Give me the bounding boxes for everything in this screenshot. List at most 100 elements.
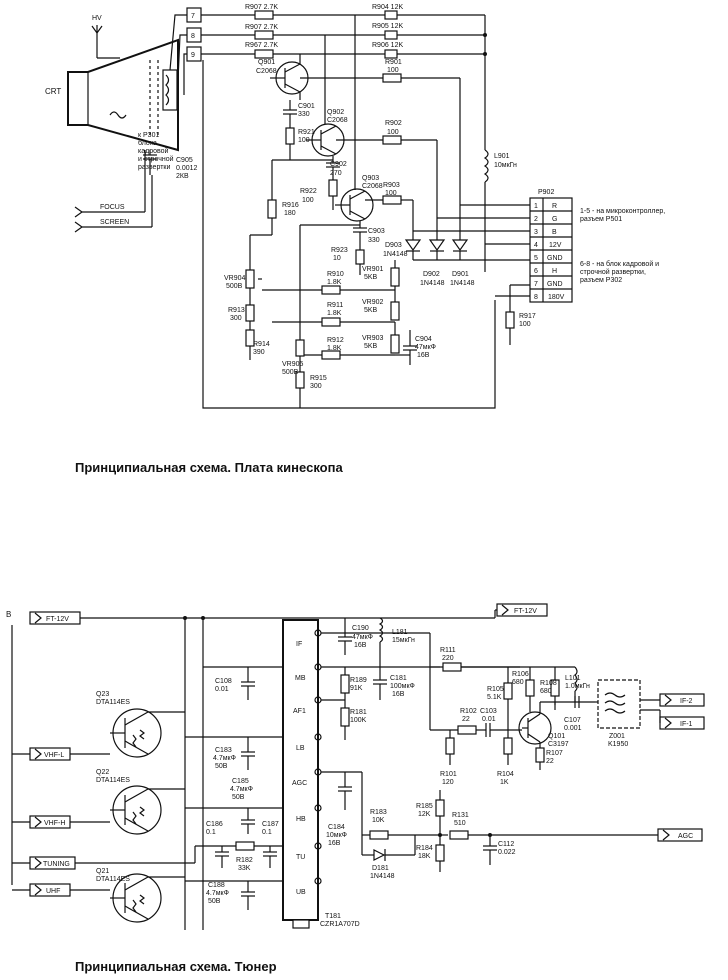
c905-rating: 2КВ	[176, 173, 189, 180]
tuner-module	[282, 619, 322, 929]
q902-type: C2068	[327, 117, 348, 124]
r904-label: R904 12K	[372, 4, 403, 11]
r910-value: 1.8K	[327, 279, 342, 286]
p902-pin-8-num: 8	[534, 294, 538, 301]
r184-label: R184	[416, 845, 433, 852]
screen-label: SCREEN	[100, 219, 129, 226]
agc-port	[657, 828, 703, 842]
q101-type: C3197	[548, 741, 569, 748]
c902-label: C902	[330, 161, 347, 168]
vhf-l-label: VHF-L	[44, 752, 64, 759]
p902-pin-1-num: 1	[534, 203, 538, 210]
q101-label: Q101	[548, 733, 565, 740]
r902-value: 100	[387, 129, 399, 136]
r967-label: R967 2.7K	[245, 42, 278, 49]
vr903-label: VR903	[362, 335, 384, 342]
vr904-value: 500В	[226, 283, 243, 290]
p902-pin-2-num: 2	[534, 216, 538, 223]
c902-value: 270	[330, 170, 342, 177]
z001-saw-filter	[595, 679, 660, 729]
p902-pin-8-name: 180V	[548, 294, 565, 301]
r106-value: 680	[512, 679, 524, 686]
r181-value: 100K	[350, 717, 367, 724]
c185-value: 4.7мкФ	[230, 786, 253, 793]
hv-lead	[91, 25, 120, 59]
c903-value: 330	[368, 237, 380, 244]
r910-label: R910	[327, 271, 344, 278]
q901-type: C2068	[256, 68, 277, 75]
r903-resistor	[365, 195, 414, 240]
vr902-value: 5KB	[364, 307, 378, 314]
d181-label: D181	[372, 865, 389, 872]
r907-label: R907 2.7K	[245, 4, 278, 11]
c905-label: C905	[176, 157, 193, 164]
c904-label: C904	[415, 336, 432, 343]
r106-label: R106	[512, 671, 529, 678]
c190-value: 47мкФ	[352, 634, 373, 641]
q23-label: Q23	[96, 691, 109, 698]
c107-value: 0.001	[564, 725, 582, 732]
z001-label: Z001	[609, 733, 625, 740]
q22-type: DTA114ES	[96, 777, 130, 784]
vr905-label: VR905	[282, 361, 304, 368]
tuner-caption: Принципиальная схема. Тюнер	[75, 959, 277, 974]
d902-label: D902	[423, 271, 440, 278]
p902-pin-2-name: G	[552, 216, 557, 223]
r916-label: R916	[282, 202, 299, 209]
r923-label: R923	[331, 247, 348, 254]
q902-transistor	[306, 123, 345, 157]
r915-value: 300	[310, 383, 322, 390]
c181-rating: 16В	[392, 691, 405, 698]
r912-label: R912	[327, 337, 344, 344]
c108-value: 0.01	[215, 686, 229, 693]
p902-note-2a: 6-8 - на блок кадровой и	[580, 260, 659, 268]
ft12v-right-port	[494, 603, 548, 618]
r902-label: R902	[385, 120, 402, 127]
r901-value: 100	[387, 67, 399, 74]
d903-label: D903	[385, 242, 402, 249]
vhf-h-port	[12, 815, 110, 829]
c904-value: 47мкФ	[415, 344, 436, 351]
agc-label: AGC	[678, 833, 693, 840]
p902-pin-4-num: 4	[534, 242, 538, 249]
crt-caption: Принципиальная схема. Плата кинескопа	[75, 460, 343, 475]
r901-resistor	[300, 73, 461, 240]
r917-label: R917	[519, 313, 536, 320]
c181-value: 100мкФ	[390, 683, 415, 690]
r903-label: R903	[383, 182, 400, 189]
t181-type: CZR1A707D	[320, 921, 360, 928]
r183-label: R183	[370, 809, 387, 816]
r915-label: R915	[310, 375, 327, 382]
r917-value: 100	[519, 321, 531, 328]
r111-label: R111	[440, 647, 456, 654]
r131-label: R131	[452, 812, 469, 819]
connector-7: 7	[186, 7, 202, 23]
c188-value: 4.7мкФ	[206, 890, 229, 897]
r923-value: 10	[333, 255, 341, 262]
r189-label: R189	[350, 677, 367, 684]
c185-rating: 50В	[232, 794, 245, 801]
c183-value: 4.7мкФ	[213, 755, 236, 762]
c184-value: 10мкФ	[326, 832, 347, 839]
r105-label: R105	[487, 686, 504, 693]
r102-label: R102	[460, 708, 477, 715]
tuner-pin-if: IF	[296, 641, 302, 648]
r184-value: 18K	[418, 853, 431, 860]
d901-label: D901	[452, 271, 469, 278]
r910-vr901	[262, 260, 400, 295]
q23-transistor	[110, 708, 185, 758]
r913-label: R913	[228, 307, 245, 314]
vr905-value: 500В	[282, 369, 299, 376]
r912-vr903-c904	[300, 322, 417, 365]
vr904-label: VR904	[224, 275, 246, 282]
l901-value: 10мкГн	[494, 162, 517, 169]
q23-type: DTA114ES	[96, 699, 130, 706]
z001-type: K1950	[608, 741, 628, 748]
c184-label: C184	[328, 824, 345, 831]
c181-label: C181	[390, 675, 407, 682]
r914-label: R914	[253, 341, 270, 348]
ground-bus	[202, 60, 496, 409]
l901-label: L901	[494, 153, 510, 160]
d901-diode	[451, 239, 469, 260]
q903-transistor	[335, 188, 374, 222]
